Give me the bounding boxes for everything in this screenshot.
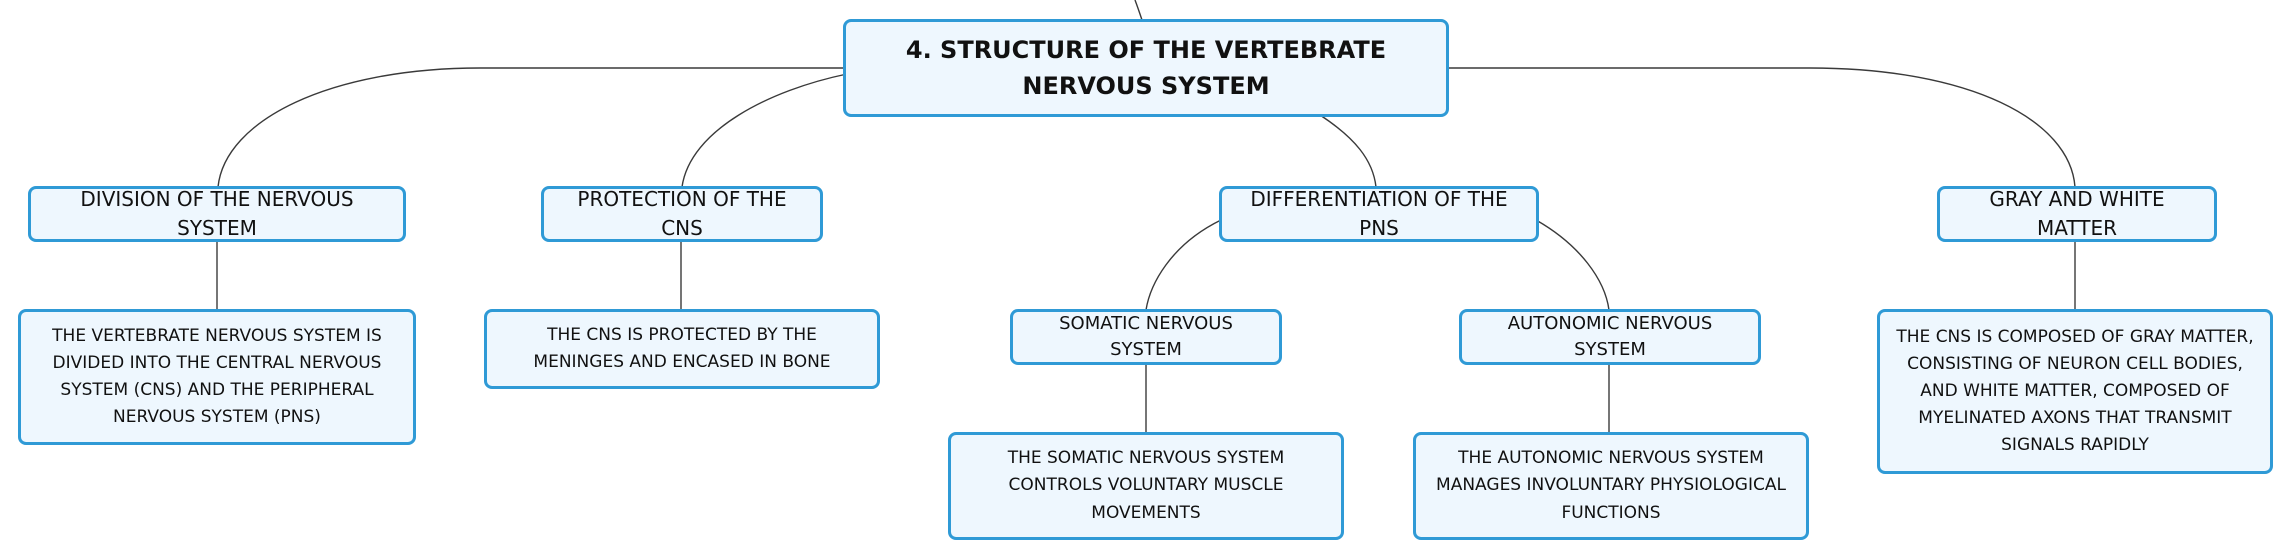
topic-gray-and-white-matter[interactable]: GRAY AND WHITE MATTER: [1937, 186, 2217, 242]
topic-protection-of-cns[interactable]: PROTECTION OF THE CNS: [541, 186, 823, 242]
subtopic-autonomic-nervous-system[interactable]: AUTONOMIC NERVOUS SYSTEM: [1459, 309, 1761, 365]
detail-text: THE CNS IS COMPOSED OF GRAY MATTER, CONS…: [1896, 326, 2254, 456]
detail-somatic-nervous-system[interactable]: THE SOMATIC NERVOUS SYSTEM CONTROLS VOLU…: [948, 432, 1344, 540]
subtopic-label: AUTONOMIC NERVOUS SYSTEM: [1507, 312, 1713, 360]
subtopic-label: SOMATIC NERVOUS SYSTEM: [1059, 312, 1233, 360]
connector-root-to-gray-white: [1447, 67, 2076, 188]
topic-label: PROTECTION OF THE CNS: [577, 187, 787, 240]
root-label: 4. STRUCTURE OF THE VERTEBRATE NERVOUS S…: [905, 36, 1387, 100]
topic-label: DIFFERENTIATION OF THE PNS: [1250, 187, 1508, 240]
root-node[interactable]: 4. STRUCTURE OF THE VERTEBRATE NERVOUS S…: [843, 19, 1449, 117]
subtopic-somatic-nervous-system[interactable]: SOMATIC NERVOUS SYSTEM: [1010, 309, 1282, 365]
connector-root-to-division: [217, 67, 845, 188]
topic-label: DIVISION OF THE NERVOUS SYSTEM: [80, 187, 354, 240]
detail-division-of-nervous-system[interactable]: THE VERTEBRATE NERVOUS SYSTEM IS DIVIDED…: [18, 309, 416, 445]
detail-protection-of-cns[interactable]: THE CNS IS PROTECTED BY THE MENINGES AND…: [484, 309, 880, 389]
connector-root-to-protection: [681, 73, 848, 188]
detail-gray-and-white-matter[interactable]: THE CNS IS COMPOSED OF GRAY MATTER, CONS…: [1877, 309, 2273, 474]
detail-text: THE CNS IS PROTECTED BY THE MENINGES AND…: [533, 324, 831, 372]
topic-division-of-nervous-system[interactable]: DIVISION OF THE NERVOUS SYSTEM: [28, 186, 406, 242]
detail-text: THE VERTEBRATE NERVOUS SYSTEM IS DIVIDED…: [52, 325, 382, 428]
detail-autonomic-nervous-system[interactable]: THE AUTONOMIC NERVOUS SYSTEM MANAGES INV…: [1413, 432, 1809, 540]
connector-root-to-differentiation: [1319, 114, 1377, 188]
connector-differentiation-to-autonomic: [1535, 219, 1610, 311]
connector-differentiation-to-somatic: [1145, 219, 1222, 311]
topic-label: GRAY AND WHITE MATTER: [1989, 187, 2165, 240]
detail-text: THE AUTONOMIC NERVOUS SYSTEM MANAGES INV…: [1436, 448, 1786, 523]
connector-parent-to-root: [1134, 0, 1143, 21]
topic-differentiation-of-pns[interactable]: DIFFERENTIATION OF THE PNS: [1219, 186, 1539, 242]
detail-text: THE SOMATIC NERVOUS SYSTEM CONTROLS VOLU…: [1007, 448, 1285, 523]
